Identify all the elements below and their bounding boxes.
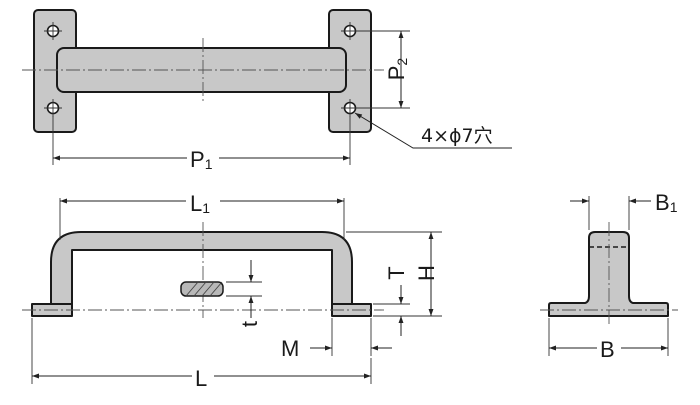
p2-label: P2 [384,58,410,81]
mounting-hole [341,99,359,117]
top-view: P2 4×ϕ7穴 P1 [22,9,512,172]
l-label: L [195,366,207,391]
mounting-hole [44,99,62,117]
hole-callout-note: 4×ϕ7穴 [421,125,493,147]
l1-label: L1 [190,191,210,216]
b-label: B [600,337,615,362]
t-thickness-label: T [384,266,409,279]
p1-label: P1 [190,147,213,172]
front-view: t L1 H T M L [22,186,442,391]
b1-label: B1 [655,190,678,215]
m-label: M [281,336,299,361]
t-label: t [237,321,262,327]
side-view: B1 B [540,190,678,362]
handle-side-profile [548,231,669,317]
hole-callout-leader [354,112,512,149]
mounting-hole [44,22,62,40]
mounting-hole [341,22,359,40]
h-label: H [414,265,439,281]
handle-front-profile [31,231,372,317]
